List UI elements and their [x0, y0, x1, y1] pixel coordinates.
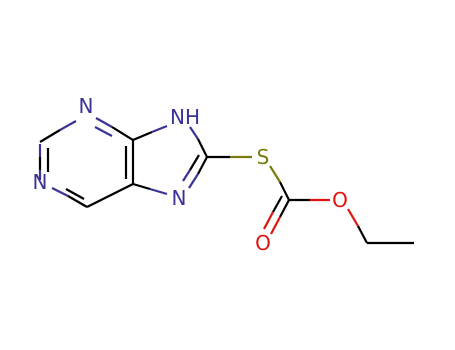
bond-c-o-carbonyl-double — [263, 195, 290, 235]
atom-o-ester: O — [332, 188, 348, 212]
bonds — [38, 117, 414, 245]
bond-s-c-carbonyl — [269, 165, 290, 201]
bond-n9-c8 — [189, 126, 208, 158]
bond-c6-n9 — [132, 124, 168, 142]
atom-o-carbonyl: O — [255, 231, 271, 255]
bond-n7-c5 — [132, 182, 168, 196]
atom-s: S — [257, 145, 270, 169]
bond-c4-n3-double — [51, 187, 88, 208]
bond-c2-n1-inner — [94, 126, 113, 137]
atom-n9h: NH — [170, 105, 200, 129]
atom-labels: N N NH N S O O — [33, 94, 348, 255]
bond-o-ch2 — [347, 208, 368, 244]
bond-c2-n1 — [39, 120, 77, 143]
atom-n7: N — [172, 186, 187, 210]
bond-c5-c4 — [86, 183, 134, 208]
bond-c8-n7-double — [182, 154, 208, 189]
atom-n3: N — [33, 170, 48, 194]
atom-n1: N — [79, 94, 94, 118]
bond-n1-c6-double — [95, 117, 134, 141]
